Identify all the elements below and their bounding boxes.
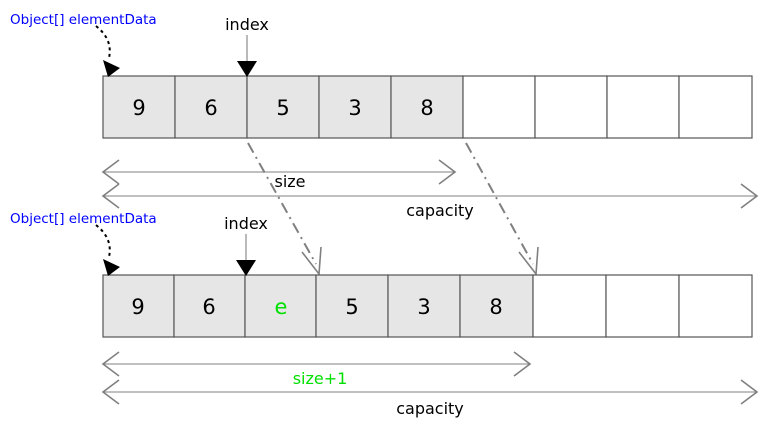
array-row-before: 9 6 5 3 8 Object[] elementData index: [10, 12, 759, 220]
cell-before-6: [534, 75, 608, 139]
capacity-label-after: capacity: [396, 399, 464, 418]
cell-after-5-value: 8: [489, 295, 502, 319]
cell-after-4-value: 3: [417, 295, 430, 319]
cell-after-0-value: 9: [131, 295, 144, 319]
shift-arrow-size-boundary: [465, 142, 539, 277]
cell-after-8: [678, 274, 753, 338]
cell-before-0-value: 9: [132, 96, 145, 120]
cells-before: 9 6 5 3 8: [102, 75, 753, 139]
elementdata-arrowhead-after: [103, 259, 120, 276]
cell-after-3-value: 5: [345, 295, 358, 319]
cell-after-7: [605, 274, 680, 338]
size-label-before: size: [274, 172, 305, 191]
size-arrowhead-left-after: [101, 351, 120, 377]
size-label-after: size+1: [293, 369, 348, 388]
index-label-before: index: [225, 15, 269, 34]
cell-before-7: [606, 75, 680, 139]
cell-before-2: [246, 75, 320, 139]
elementdata-arrowhead-before: [103, 60, 120, 77]
capacity-measure-before: [101, 183, 759, 209]
cell-before-8: [678, 75, 753, 139]
capacity-arrowhead-right-after: [740, 379, 759, 405]
index-arrowhead-before: [237, 61, 257, 77]
cell-after-5: [459, 274, 534, 338]
capacity-arrowhead-right-before: [740, 183, 759, 209]
elementdata-dashed-curve-before: [95, 25, 111, 59]
cell-after-1-value: 6: [202, 295, 215, 319]
capacity-measure-after: [101, 379, 759, 405]
shift-arrow-index-head: [301, 246, 322, 277]
cell-before-1: [174, 75, 248, 139]
size-measure-before: [101, 159, 457, 185]
cell-after-2-value: e: [275, 295, 288, 319]
cells-after: 9 6 e 5 3 8: [102, 274, 753, 338]
cell-before-3-value: 3: [348, 96, 361, 120]
index-label-after: index: [224, 214, 268, 233]
index-pointer-before: [237, 35, 257, 77]
capacity-arrowhead-left-after: [101, 379, 120, 405]
cell-after-3: [315, 274, 389, 338]
cell-before-4-value: 8: [420, 96, 433, 120]
cell-before-4: [390, 75, 464, 139]
cell-before-5: [462, 75, 536, 139]
size-arrowhead-left-before: [101, 159, 120, 185]
size-arrowhead-right-before: [438, 159, 457, 185]
elementdata-label-before: Object[] elementData: [10, 12, 157, 28]
elementdata-pointer-before: [95, 25, 120, 77]
index-pointer-after: [236, 234, 256, 276]
cell-before-0: [102, 75, 176, 139]
shift-arrow-size-line: [465, 142, 534, 265]
shift-arrow-index-line: [247, 142, 317, 265]
cell-after-0: [102, 274, 175, 338]
elementdata-label-after: Object[] elementData: [10, 211, 157, 227]
cell-before-2-value: 5: [276, 96, 289, 120]
elementdata-dashed-curve-after: [95, 224, 111, 258]
size-arrowhead-right-after: [513, 351, 532, 377]
array-row-after: 9 6 e 5 3 8 Object[] elementData index: [10, 211, 759, 418]
cell-after-6: [532, 274, 607, 338]
capacity-label-before: capacity: [406, 201, 474, 220]
size-measure-after: [101, 351, 532, 377]
elementdata-pointer-after: [95, 224, 120, 276]
capacity-arrowhead-left-before: [101, 183, 120, 209]
shift-arrow-size-head: [518, 246, 539, 277]
shift-arrow-index-boundary: [247, 142, 322, 277]
cell-before-1-value: 6: [204, 96, 217, 120]
index-arrowhead-after: [236, 260, 256, 276]
shift-arrows: [247, 142, 539, 277]
